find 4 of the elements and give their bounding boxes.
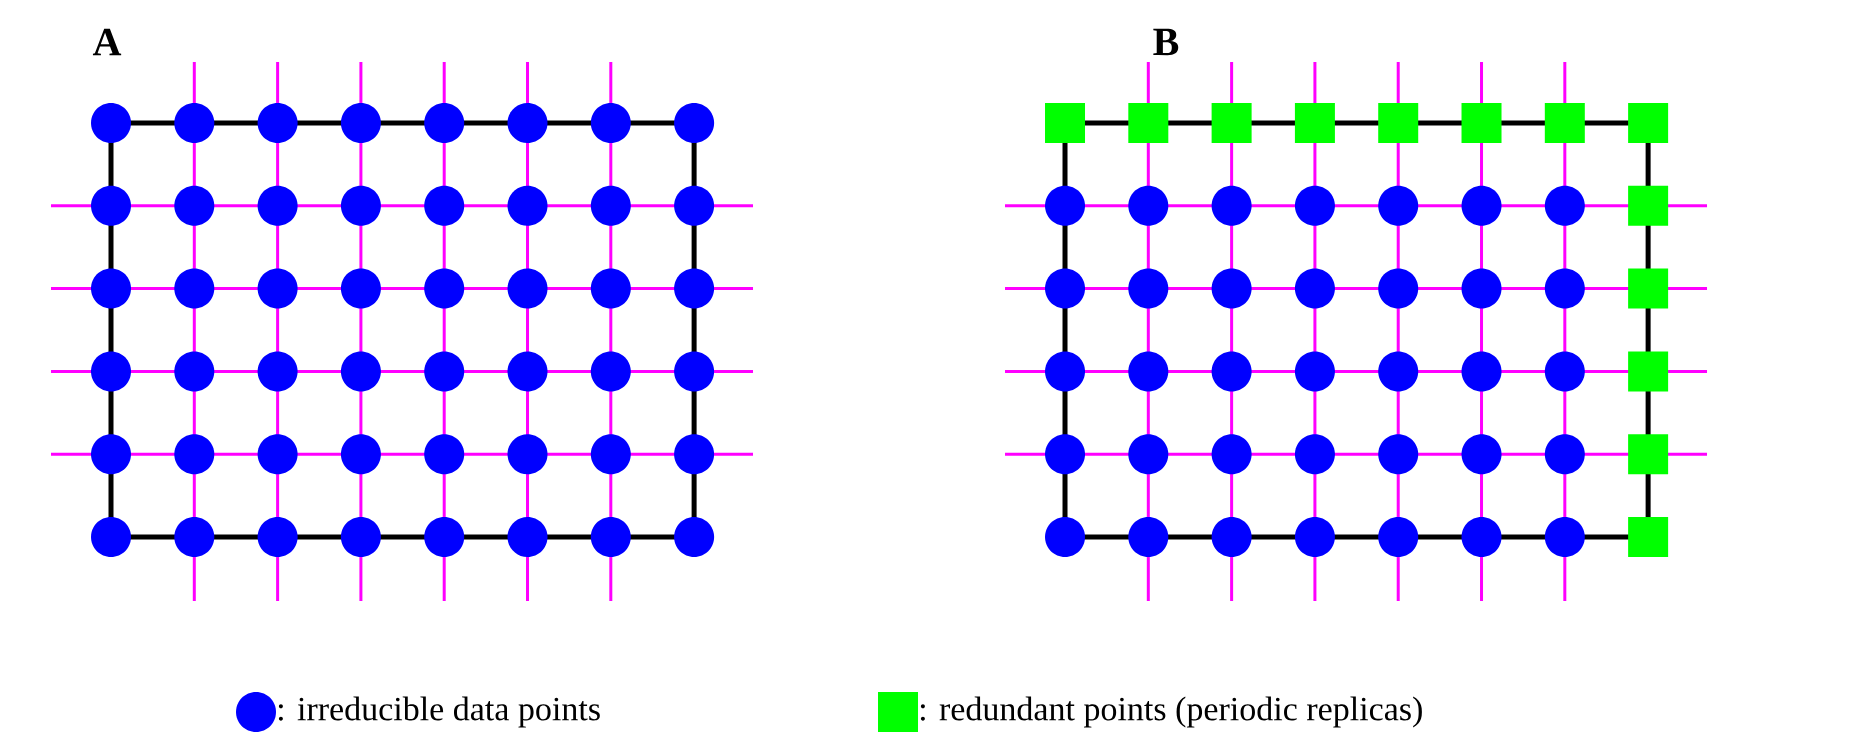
- panel-label: B: [1153, 28, 1179, 56]
- legend-text: : irreducible data points: [278, 696, 600, 728]
- panel-label: A: [92, 28, 122, 56]
- legend-text: : redundant points (periodic replicas): [920, 696, 1422, 728]
